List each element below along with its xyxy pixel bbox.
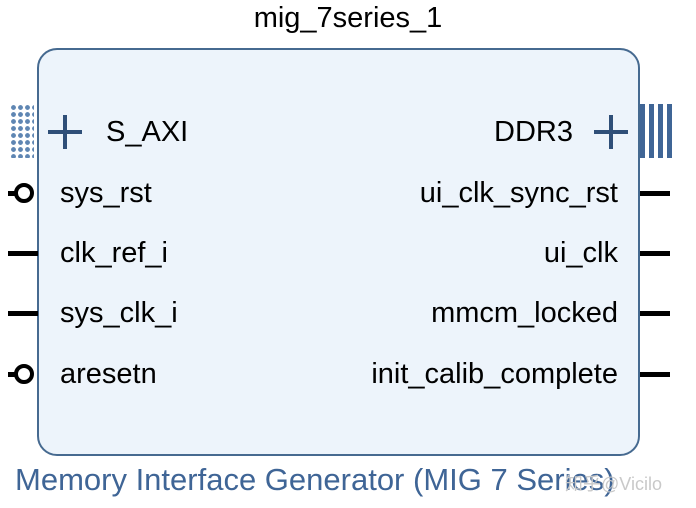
ui-clk-pin-stub[interactable] bbox=[640, 251, 670, 256]
port-init-calib-complete[interactable]: init_calib_complete bbox=[371, 358, 618, 390]
port-aresetn[interactable]: aresetn bbox=[60, 358, 157, 390]
port-ui-clk[interactable]: ui_clk bbox=[543, 237, 618, 269]
sys-rst-pin-stub[interactable] bbox=[8, 191, 16, 196]
s-axi-expand-icon[interactable] bbox=[48, 115, 82, 149]
port-sys-clk-i[interactable]: sys_clk_i bbox=[60, 297, 178, 329]
init-calib-complete-pin-stub[interactable] bbox=[640, 372, 670, 377]
ddr3-expand-icon[interactable] bbox=[594, 115, 628, 149]
block-instance-name: mig_7series_1 bbox=[253, 2, 443, 34]
aresetn-pin-stub[interactable] bbox=[8, 372, 16, 377]
mmcm-locked-pin-stub[interactable] bbox=[640, 311, 670, 316]
ip-name-caption: Memory Interface Generator (MIG 7 Series… bbox=[15, 462, 615, 497]
ddr3-bus-connector[interactable] bbox=[640, 104, 672, 158]
sys-clk-i-pin-stub[interactable] bbox=[8, 311, 38, 316]
port-clk-ref-i[interactable]: clk_ref_i bbox=[60, 237, 168, 269]
port-sys-rst[interactable]: sys_rst bbox=[60, 177, 152, 209]
port-mmcm-locked[interactable]: mmcm_locked bbox=[431, 297, 618, 329]
clk-ref-i-pin-stub[interactable] bbox=[8, 251, 38, 256]
port-s-axi[interactable]: S_AXI bbox=[106, 116, 189, 148]
s-axi-bus-connector[interactable] bbox=[10, 104, 34, 158]
aresetn-pin-bubble[interactable] bbox=[14, 364, 34, 384]
watermark: 知乎@Vicilo bbox=[565, 474, 662, 494]
ui-clk-sync-rst-pin-stub[interactable] bbox=[640, 191, 670, 196]
ip-block-body[interactable] bbox=[37, 48, 640, 456]
sys-rst-pin-bubble[interactable] bbox=[14, 183, 34, 203]
port-ui-clk-sync-rst[interactable]: ui_clk_sync_rst bbox=[419, 177, 618, 209]
port-ddr3[interactable]: DDR3 bbox=[494, 116, 573, 148]
